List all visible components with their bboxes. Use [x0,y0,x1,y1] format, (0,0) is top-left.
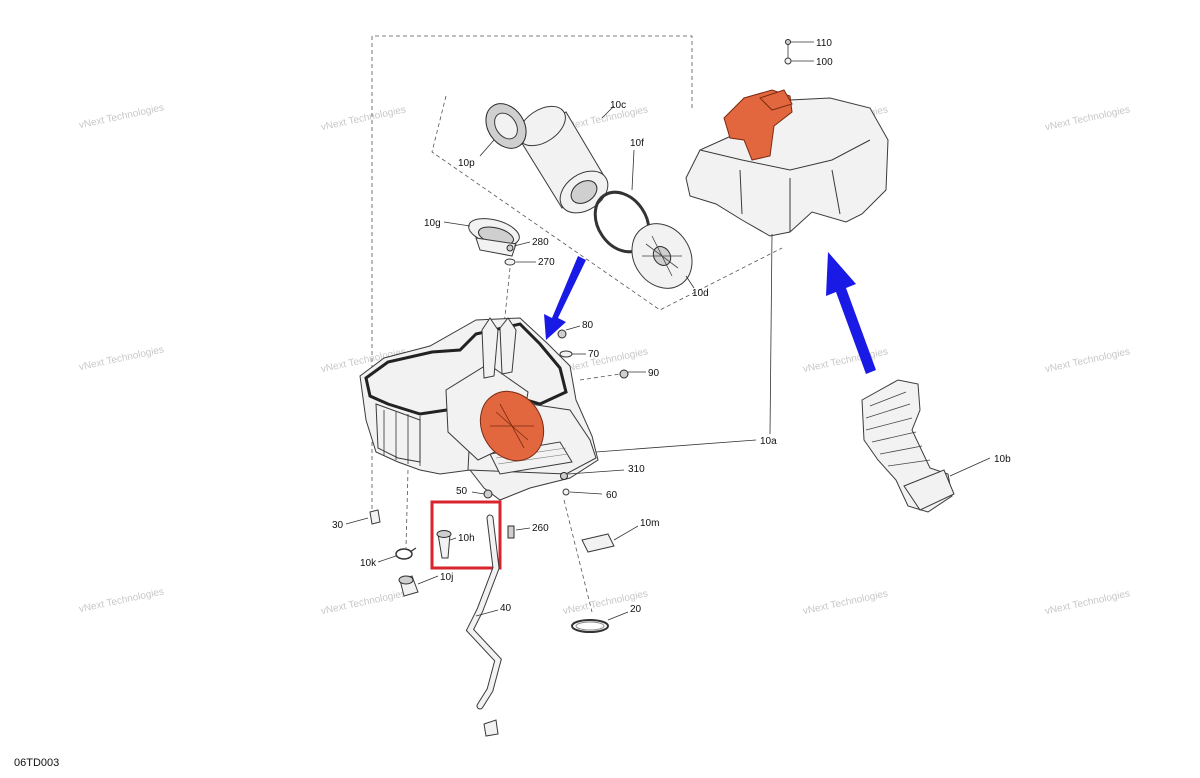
watermark: vNext Technologies [320,588,407,617]
washer-icon [784,57,792,65]
callout-260: 260 [532,523,549,534]
screw-icon [506,244,514,252]
drain-valve-10h [436,530,452,559]
callout-10j: 10j [440,572,453,583]
airbox-base [359,317,599,501]
bolt-icon [785,39,791,45]
fastener-30 [369,509,381,525]
watermark: vNext Technologies [320,104,407,133]
callout-270: 270 [538,257,555,268]
callout-100: 100 [816,57,833,68]
callout-10c: 10c [610,100,626,111]
callout-10a: 10a [760,436,777,447]
callout-310: 310 [628,464,645,475]
filter-cap-10p [485,103,527,149]
screw-icon [619,369,629,379]
watermark: vNext Technologies [1044,346,1131,375]
arrow-down-icon [544,256,586,340]
airbox-cover [685,89,889,237]
watermark: vNext Technologies [78,344,165,373]
callout-10f: 10f [630,138,644,149]
callout-10p: 10p [458,158,475,169]
callout-50: 50 [456,486,468,497]
callout-80: 80 [582,320,594,331]
callout-10d: 10d [692,288,709,299]
callout-10g: 10g [424,218,441,229]
watermark: vNext Technologies [78,102,165,131]
callout-40: 40 [500,603,512,614]
highlight-box-10h [430,500,502,570]
washer-icon [562,488,570,496]
callout-110: 110 [816,38,832,49]
intake-duct-10b [861,379,955,513]
callout-90: 90 [648,368,660,379]
hose-clamp-20 [571,619,609,633]
washer-icon [559,350,573,358]
hose-clamp-10k [395,547,417,560]
callout-10b: 10b [994,454,1011,465]
washer-icon [504,258,516,266]
bolt-icon [507,525,515,539]
drain-plug-10j [398,575,419,597]
callout-20: 20 [630,604,642,615]
filter-end-plate-10d [631,223,693,289]
callout-10k: 10k [360,558,377,569]
callout-10m: 10m [640,518,659,529]
callout-70: 70 [588,349,600,360]
assembly-bracket-line [371,35,693,516]
assembly-dashed-line [431,95,783,311]
watermark: vNext Technologies [1044,104,1131,133]
hose-end-clamp [483,719,499,737]
label-tag-10m [581,533,615,553]
watermark: vNext Technologies [1044,588,1131,617]
watermark: vNext Technologies [802,588,889,617]
callout-280: 280 [532,237,549,248]
watermark: vNext Technologies [802,346,889,375]
clip-icon [483,489,493,499]
callout-10h: 10h [458,533,475,544]
drawing-code: 06TD003 [14,757,59,769]
grommet-10g [468,218,520,257]
watermark: vNext Technologies [78,586,165,615]
screw-icon [560,472,568,480]
filter-element-10c [518,105,609,214]
nut-icon [557,329,567,339]
arrow-up-icon [826,252,876,374]
callout-60: 60 [606,490,618,501]
callout-30: 30 [332,520,344,531]
watermark: vNext Technologies [562,346,649,375]
